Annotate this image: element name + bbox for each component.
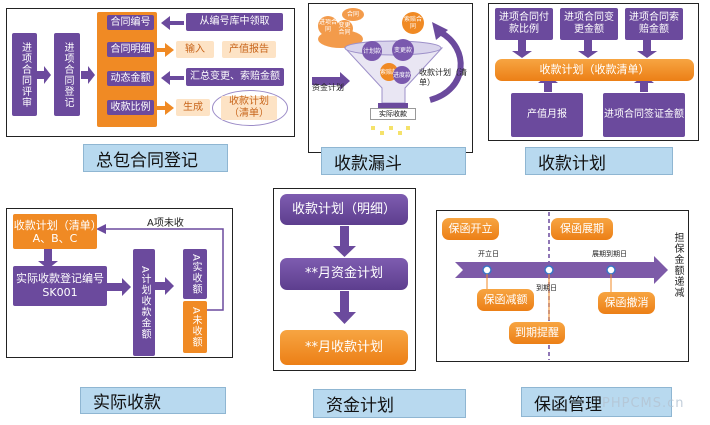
fund-top: 收款计划（明细）: [280, 194, 408, 225]
action-input: 输入: [176, 41, 214, 58]
field-dynamic-amount: 动态金额: [107, 71, 154, 86]
label-ext-due-date: 展期到期日: [592, 250, 627, 258]
label-open-date: 开立日: [478, 250, 499, 258]
plan-bottom-monthly: 产值月报: [511, 93, 583, 137]
action-fetch-from-pool: 从编号库中领取: [186, 13, 283, 31]
actual-plan-amount: A计划收款金额: [133, 249, 155, 356]
arrow-sum-left: [161, 71, 184, 85]
guarantee-extend: 保函展期: [551, 218, 613, 240]
guarantee-remind: 到期提醒: [509, 322, 565, 344]
arrow-input: [155, 43, 174, 57]
plan-center: 收款计划（收款清单）: [495, 59, 694, 81]
arrow-generate: [155, 101, 174, 115]
arrow-reg-to-fields: [81, 66, 95, 84]
contract-review-box: 进项合同评审: [12, 33, 37, 116]
caption-actual: 实际收款: [80, 387, 226, 414]
contract-register-box: 进项合同登记: [54, 33, 80, 116]
generate-ellipse: [212, 90, 288, 126]
plan-top-change: 进项合同变更金额: [560, 8, 618, 40]
actual-unpaid-label: A项未收: [147, 218, 184, 229]
caption-plan: 收款计划: [525, 147, 673, 175]
funnel-left-label: 资金计划: [312, 83, 344, 92]
plan-top-claim: 进项合同索赔金额: [625, 8, 683, 40]
action-payment-plan: 收款计划（清单）: [221, 96, 277, 120]
cloud-change-contract: 变更合同: [336, 20, 353, 37]
cloud-claim-contract: 索赔合同: [402, 12, 424, 34]
field-contract-no: 合同编号: [107, 15, 154, 30]
label-due-date: 到期日: [536, 284, 557, 292]
arrow-review-to-reg: [37, 66, 51, 84]
funnel-bubble-change: 变更款: [392, 39, 414, 61]
field-payment-ratio: 收款比例: [107, 100, 154, 115]
caption-guarantee: 保函管理: [521, 387, 672, 417]
field-contract-detail: 合同明细: [107, 42, 154, 57]
guarantee-side-label: 担保金额递减: [672, 232, 683, 298]
caption-fund: 资金计划: [313, 389, 466, 418]
action-sum-changes: 汇总变更、索赔金额: [186, 68, 284, 86]
guarantee-cancel: 保函撤消: [598, 292, 655, 314]
funnel-bottom-label: 实际收款: [370, 108, 416, 120]
plan-top-ratio: 进项合同付款比例: [495, 8, 553, 40]
actual-unreceived: A未收额: [183, 301, 207, 353]
actual-received: A实收额: [183, 249, 207, 299]
guarantee-open: 保函开立: [442, 218, 499, 240]
actual-plan-box: 收款计划（清单）A、B、C: [13, 214, 97, 249]
cloud-contract: 合同: [342, 8, 364, 21]
cloud-in-contract: 进项合同: [318, 16, 338, 36]
fund-bottom: **月收款计划: [280, 330, 408, 365]
action-generate: 生成: [176, 99, 210, 116]
caption-funnel: 收款漏斗: [321, 147, 466, 175]
funnel-right-label: 收款计划（清单）: [419, 68, 467, 87]
arrow-fetch-left: [161, 16, 184, 30]
watermark: PHPCMS.cn: [602, 396, 685, 411]
actual-register-box: 实际收款登记编号SK001: [13, 266, 107, 306]
action-output-report: 产值报告: [222, 41, 276, 58]
funnel-bubble-plan: 计划款: [362, 41, 382, 61]
funnel-bubble-progress: 进度款: [393, 66, 411, 84]
plan-bottom-visa: 进项合同签证金额: [603, 93, 685, 137]
guarantee-reduce: 保函减额: [477, 289, 534, 311]
fund-mid: **月资金计划: [280, 258, 408, 290]
caption-contract: 总包合同登记: [83, 144, 228, 172]
